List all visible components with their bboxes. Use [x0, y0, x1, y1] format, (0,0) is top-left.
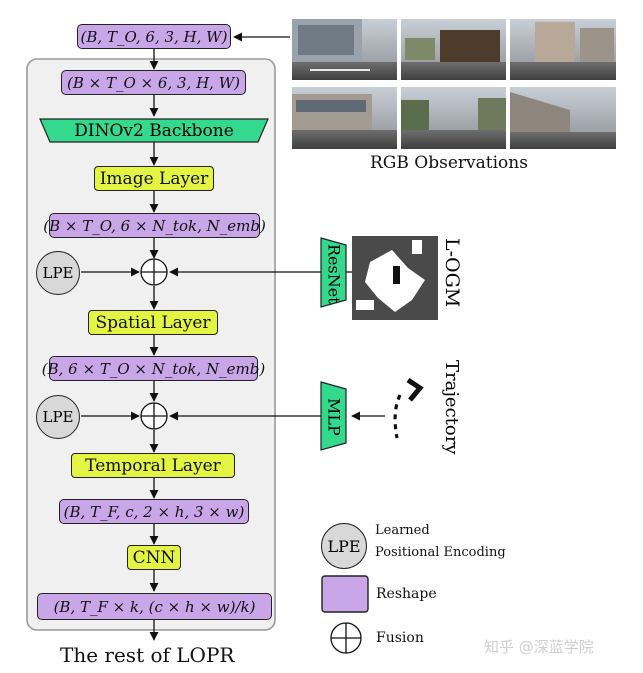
mlp-label: MLP — [324, 398, 344, 436]
legend-lpe-text-1: Learned — [375, 523, 430, 538]
rgb-observations-images — [292, 19, 616, 149]
legend-reshape-swatch — [321, 575, 369, 613]
legend-lpe-text-2: Positional Encoding — [375, 545, 506, 560]
logm-map — [352, 236, 438, 320]
lpe-node-2: LPE — [36, 395, 80, 439]
logm-label: L-OGM — [441, 238, 463, 308]
lopr-container — [26, 58, 276, 631]
image-layer-box: Image Layer — [94, 166, 214, 191]
cnn-box: CNN — [127, 545, 181, 570]
legend-lpe-symbol: LPE — [321, 523, 367, 569]
rgb-observations-label: RGB Observations — [370, 153, 528, 173]
trajectory-glyph — [393, 377, 424, 439]
reshape-box-2: (B × T_O, 6 × N_tok, N_emb) — [43, 213, 266, 238]
rgb-photo-6 — [510, 87, 616, 149]
dinov2-backbone-label: DINOv2 Backbone — [74, 120, 234, 141]
legend-reshape-text: Reshape — [376, 586, 437, 602]
trajectory-label: Trajectory — [441, 360, 462, 455]
lpe-node-1: LPE — [36, 251, 80, 295]
resnet-label: ResNet — [324, 244, 344, 304]
rgb-photo-1 — [292, 19, 397, 80]
rgb-photo-5 — [401, 87, 506, 149]
fusion-node-1 — [140, 258, 168, 286]
rgb-photo-3 — [510, 19, 616, 80]
temporal-layer-box: Temporal Layer — [71, 453, 235, 478]
top-input-shape: (B, T_O, 6, 3, H, W) — [77, 24, 231, 49]
watermark: 知乎 @深蓝学院 — [484, 638, 594, 656]
reshape-box-1: (B × T_O × 6, 3, H, W) — [61, 70, 246, 95]
spatial-layer-box: Spatial Layer — [88, 310, 218, 335]
flow-arrows — [81, 32, 385, 641]
rgb-photo-4 — [292, 87, 397, 149]
resnet-shape — [320, 237, 347, 308]
reshape-box-5: (B, T_F × k, (c × h × w)/k) — [37, 593, 272, 620]
dinov2-backbone-shape — [39, 118, 269, 143]
reshape-box-3: (B, 6 × T_O × N_tok, N_emb) — [42, 356, 265, 381]
fusion-node-2 — [140, 402, 168, 430]
rest-of-lopr-label: The rest of LOPR — [60, 643, 235, 667]
rgb-photo-2 — [401, 19, 506, 80]
legend-fusion-symbol — [330, 622, 362, 654]
mlp-shape — [320, 381, 347, 451]
reshape-box-4: (B, T_F, c, 2 × h, 3 × w) — [59, 499, 249, 524]
legend-fusion-text: Fusion — [376, 630, 424, 646]
